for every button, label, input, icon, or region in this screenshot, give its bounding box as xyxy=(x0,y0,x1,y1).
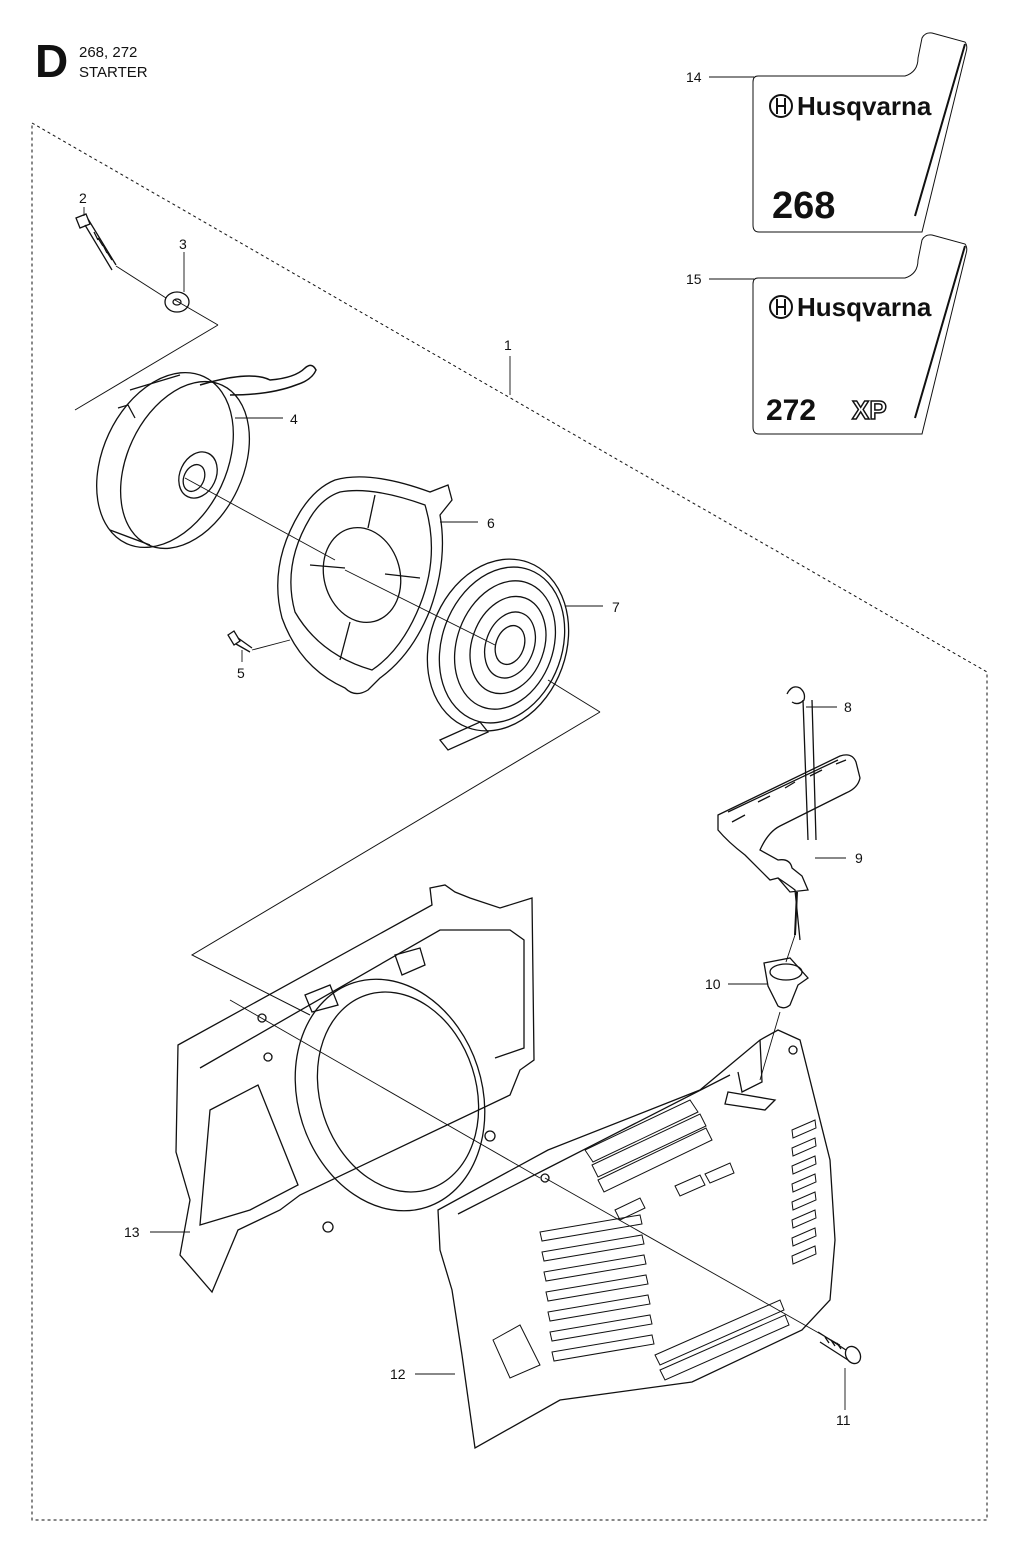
callout-leaders xyxy=(83,76,846,1410)
part-2-screw xyxy=(75,213,117,271)
part-13-base-plate xyxy=(175,884,535,1294)
callout-10: 10 xyxy=(705,976,721,992)
callout-8: 8 xyxy=(844,699,852,715)
part-10-rope-guide xyxy=(763,957,809,1009)
callout-5: 5 xyxy=(237,665,245,681)
callout-4: 4 xyxy=(290,411,298,427)
model-list: 268, 272 xyxy=(79,44,138,61)
cover-vents-left xyxy=(539,1214,655,1362)
axis-line xyxy=(184,477,336,561)
cover-vents-right xyxy=(654,1119,817,1381)
part-6-housing-plate xyxy=(277,476,453,695)
callout-1: 1 xyxy=(504,337,512,353)
decal-268: Husqvarna 268 xyxy=(752,32,968,233)
callout-15: 15 xyxy=(686,271,702,287)
section-letter: D xyxy=(35,35,69,87)
callout-13: 13 xyxy=(124,1224,140,1240)
axis-line xyxy=(544,1177,841,1346)
leader-line xyxy=(785,934,796,963)
page-title: STARTER xyxy=(79,64,148,81)
subassembly-plane xyxy=(74,299,219,411)
part-5-screw xyxy=(227,630,253,653)
decal-14-brand: Husqvarna xyxy=(797,91,932,121)
callout-3: 3 xyxy=(179,236,187,252)
part-8-rope xyxy=(786,686,817,841)
callout-11: 11 xyxy=(836,1412,851,1428)
part-9-handle xyxy=(717,754,861,941)
callout-6: 6 xyxy=(487,515,495,531)
part-12-cover xyxy=(437,1029,836,1450)
decal-272xp: Husqvarna 272 XP xyxy=(752,234,968,435)
axis-line xyxy=(229,999,541,1179)
husqvarna-logo-icon xyxy=(769,94,793,118)
part-4-pulley xyxy=(96,364,317,550)
subassembly-plane xyxy=(190,679,601,1016)
decal-15-brand: Husqvarna xyxy=(797,292,932,322)
axis-line xyxy=(344,569,496,646)
assembly-boundary xyxy=(31,122,988,1521)
callout-2: 2 xyxy=(79,190,87,206)
leader-line xyxy=(759,1011,781,1081)
callout-12: 12 xyxy=(390,1366,406,1382)
cover-vents-upper xyxy=(584,1099,735,1221)
rope-segment xyxy=(794,891,798,936)
callout-14: 14 xyxy=(686,69,702,85)
leader-line xyxy=(115,265,167,299)
decal-15-model: 272 xyxy=(766,394,816,427)
decal-15-suffix: XP xyxy=(852,395,887,425)
leader-line xyxy=(251,639,291,651)
callout-7: 7 xyxy=(612,599,620,615)
part-3-washer xyxy=(164,291,190,313)
decal-14-model: 268 xyxy=(772,185,835,227)
husqvarna-logo-icon xyxy=(769,295,793,319)
callout-9: 9 xyxy=(855,850,863,866)
part-7-spring xyxy=(426,558,570,751)
part-11-screw xyxy=(817,1331,862,1365)
